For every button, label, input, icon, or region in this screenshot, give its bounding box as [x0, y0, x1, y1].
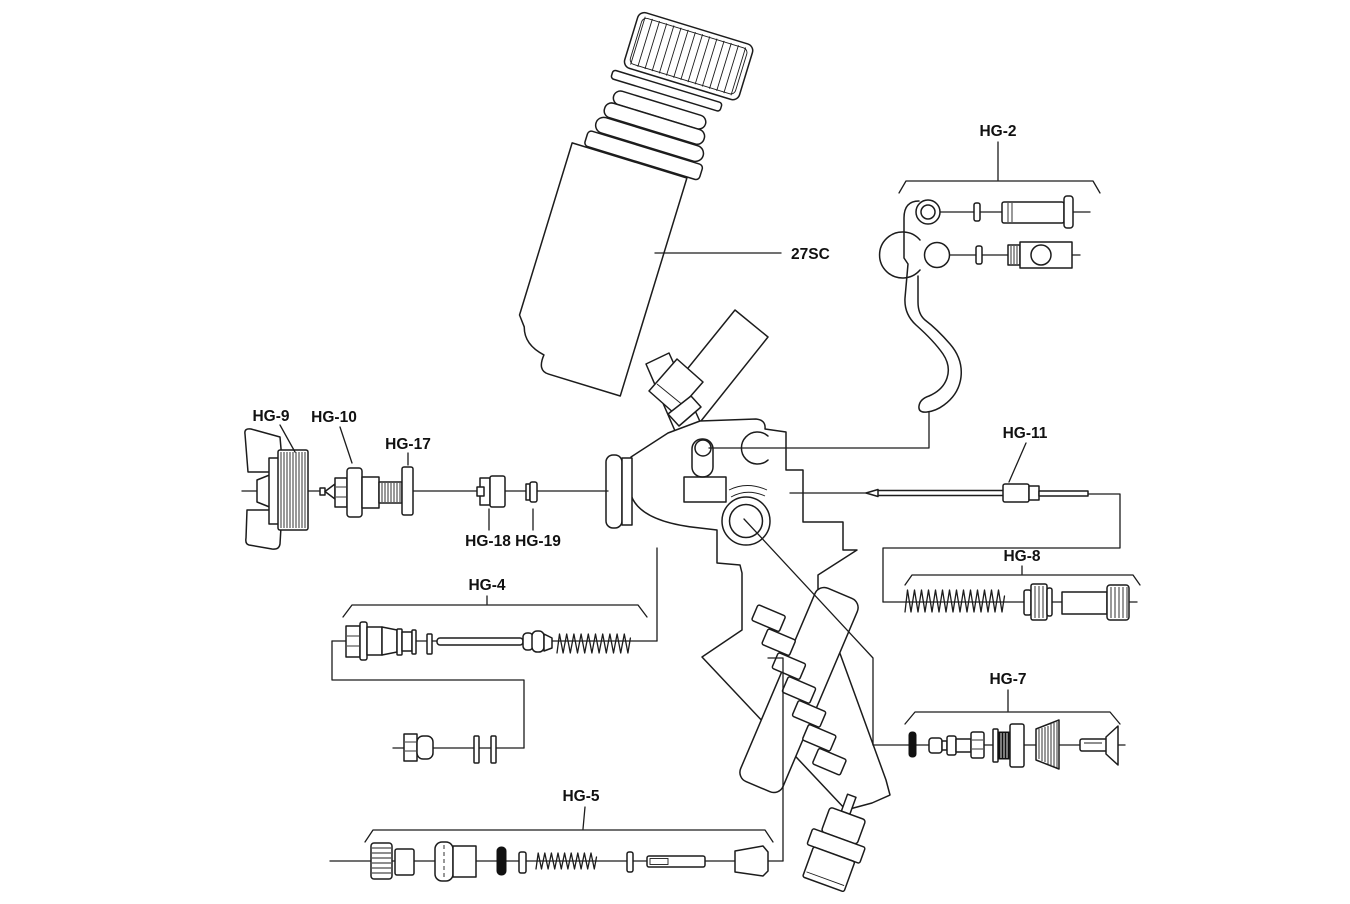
- cup-body: [518, 142, 688, 397]
- label-hg18: HG-18: [465, 533, 511, 550]
- valve-stem-cone: [734, 845, 769, 877]
- bracket-hg7: [904, 711, 1121, 725]
- nozzle-seat-lip: [621, 457, 633, 526]
- nozzle-cap-hg18: [476, 475, 506, 508]
- trigger-lower-bore: [923, 241, 951, 269]
- needle-spring: [904, 589, 1006, 613]
- trigger-pin: [1001, 195, 1074, 229]
- lower-valve-spring: [535, 852, 598, 870]
- packing-spring: [556, 633, 632, 654]
- label-hg7: HG-7: [989, 671, 1026, 688]
- fluid-nozzle-hg10: [319, 467, 403, 518]
- label-hg10: HG-10: [311, 409, 357, 426]
- needle-spring-kit-hg8: [904, 583, 1130, 621]
- bracket-hg2: [898, 180, 1101, 194]
- cup-gasket: [610, 69, 723, 112]
- gun-body: [605, 309, 891, 893]
- leader-hg11: [1008, 442, 1027, 483]
- leader-hg5: [582, 806, 586, 830]
- air-cap-hg9: [244, 428, 309, 550]
- label-hg2: HG-2: [979, 123, 1016, 140]
- pin-washer-bottom: [975, 245, 983, 265]
- leader-hg9: [279, 424, 296, 453]
- head-arc-detail: [728, 485, 768, 498]
- hg4-lower-connector: [331, 640, 525, 749]
- connector-lines: [241, 411, 1138, 862]
- part-labels: HG-2 HG-9 HG-10 HG-17 HG-18 HG-19 HG-11 …: [252, 123, 1047, 805]
- head-plate-detail: [683, 476, 727, 503]
- hg7-leader-diagonal: [743, 518, 874, 746]
- packing-washer: [426, 633, 433, 655]
- trigger-lower-boss: [878, 231, 921, 279]
- label-hg4: HG-4: [468, 577, 505, 594]
- bracket-hg4: [342, 604, 648, 618]
- label-27sc: 27SC: [791, 246, 830, 263]
- valve-poppet-head: [1105, 725, 1119, 766]
- cup-thread-2: [603, 102, 706, 145]
- pin-washer-top: [973, 202, 981, 222]
- fluid-needle-hg11: [865, 483, 1089, 503]
- label-hg19: HG-19: [515, 533, 561, 550]
- washer-hg19: [525, 481, 538, 503]
- group-brackets: [342, 180, 1141, 843]
- leader-hg10: [339, 426, 353, 464]
- packing-rod: [436, 637, 524, 646]
- label-hg8: HG-8: [1003, 548, 1040, 565]
- lid-knurling: [630, 16, 747, 96]
- air-valve-kit-hg7: [908, 719, 1119, 770]
- o-ring: [908, 731, 917, 758]
- trigger-screw: [1007, 241, 1073, 269]
- grip-ribs: [751, 604, 847, 776]
- label-hg17: HG-17: [385, 436, 431, 453]
- label-leader-lines: [279, 141, 1027, 830]
- lower-valve-kit-hg5: [370, 841, 769, 882]
- needle-to-spring-connector: [882, 493, 1121, 603]
- adjuster-knob: [1106, 584, 1130, 621]
- baffle-gasket-hg17: [401, 466, 414, 516]
- adjuster-sleeve: [1061, 591, 1108, 615]
- packing-kit-hg4: [345, 621, 632, 764]
- air-inlet-fitting: [802, 793, 866, 893]
- label-hg9: HG-9: [252, 408, 289, 425]
- stem-collar: [667, 395, 702, 427]
- bracket-hg8: [904, 574, 1141, 586]
- hg5-connector: [767, 657, 784, 862]
- trigger-assembly-hg2: [878, 195, 1091, 413]
- air-cap-knurling: [280, 452, 306, 528]
- stem-knob: [648, 358, 704, 415]
- cup-thread-3: [594, 116, 705, 163]
- cup-assembly: [518, 11, 754, 397]
- o-ring-lower: [496, 846, 507, 876]
- trigger-blade: [903, 200, 963, 413]
- trigger-connector-line: [708, 411, 930, 449]
- label-hg11: HG-11: [1003, 425, 1048, 442]
- cup-neck-base: [584, 130, 704, 181]
- trigger-pivot-bore: [728, 503, 764, 539]
- bracket-hg5: [364, 829, 774, 843]
- label-hg5: HG-5: [562, 788, 599, 805]
